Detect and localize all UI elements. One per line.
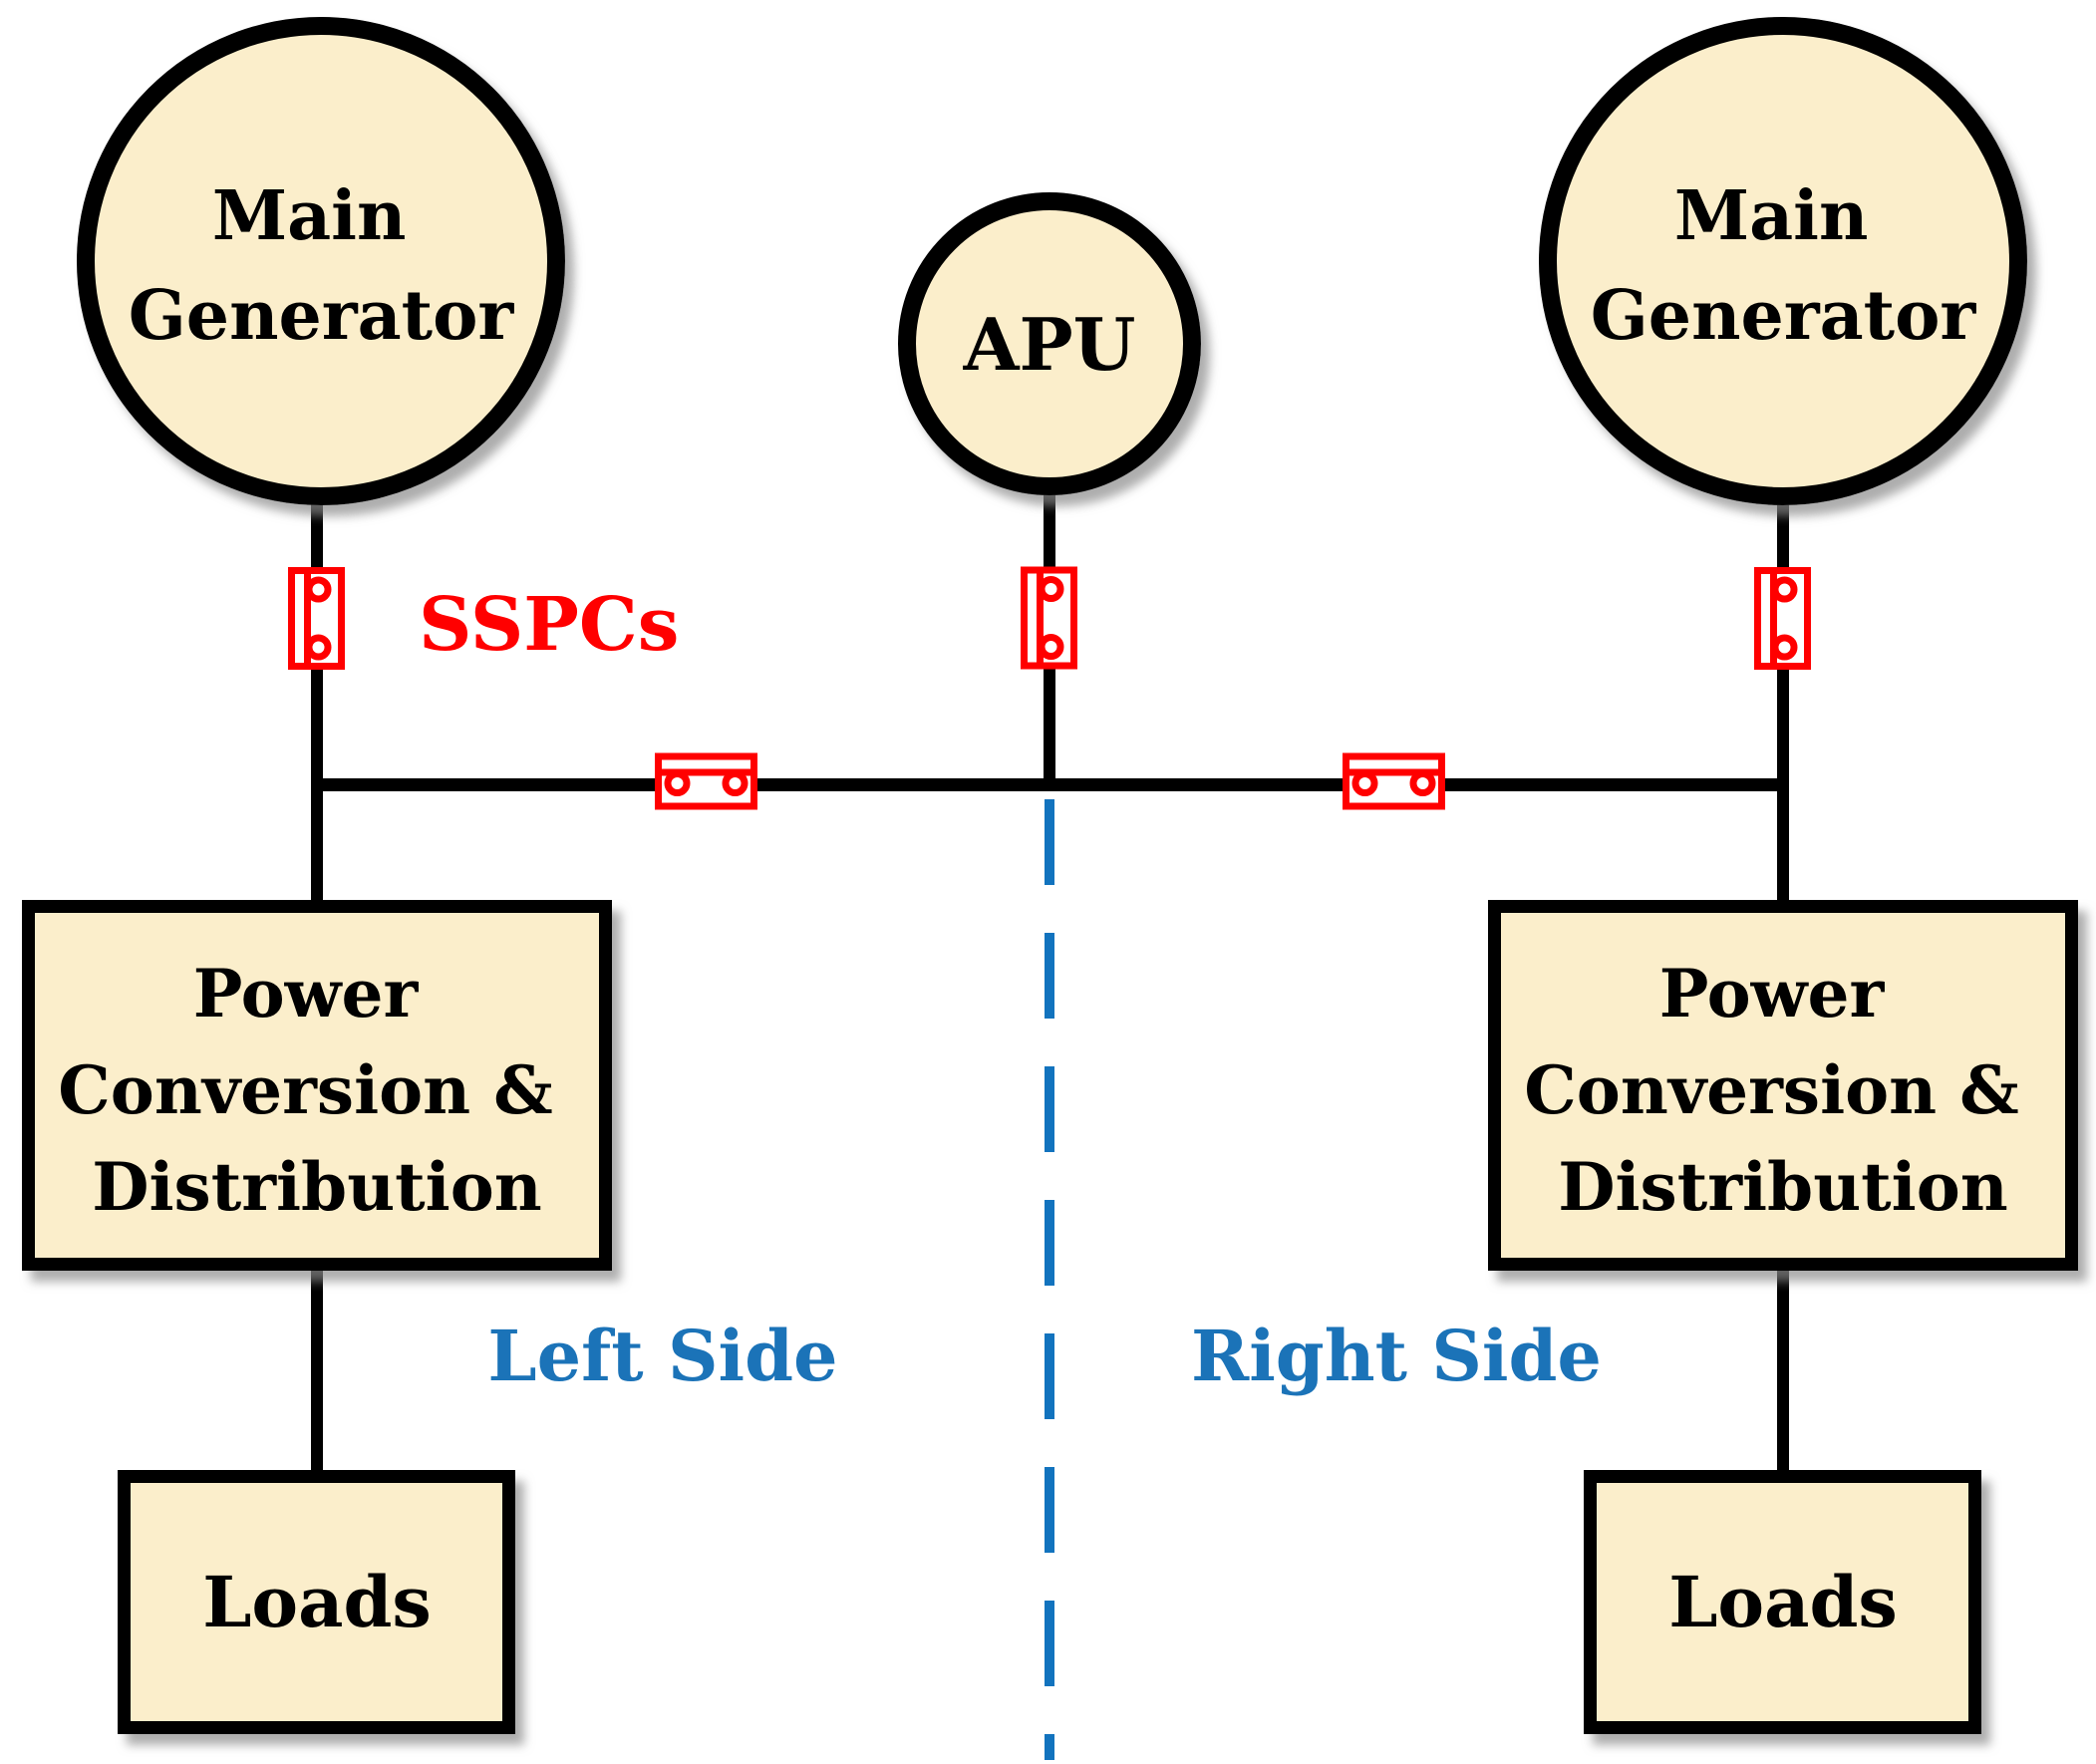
left-pcd-label: Power Conversion & Distribution: [58, 955, 575, 1226]
right-loads-box: [1584, 1470, 1981, 1734]
right-side-annotation: Right Side: [1191, 1315, 1602, 1397]
right-pcd-box: [1488, 900, 2078, 1271]
sspc-breaker-bus-tie-left: [659, 756, 754, 806]
right-main-generator-label: Main Generator: [1591, 176, 1977, 356]
sspc-breaker-bus-tie-right: [1347, 756, 1442, 806]
left-side-annotation: Left Side: [487, 1315, 837, 1397]
left-main-generator-label: Main Generator: [129, 176, 515, 356]
right-loads-label: Loads: [1668, 1561, 1898, 1643]
sspc-breaker-apu: [1025, 570, 1074, 666]
left-loads-box: [118, 1470, 515, 1734]
sspc-breaker-right-generator: [1758, 571, 1808, 667]
left-main-generator-node: [77, 17, 565, 505]
right-main-generator-node: [1539, 17, 2027, 505]
left-pcd-box: [22, 900, 612, 1271]
sspc-breaker-left-generator: [292, 571, 342, 667]
left-loads-label: Loads: [202, 1561, 432, 1643]
right-pcd-label: Power Conversion & Distribution: [1524, 955, 2041, 1226]
apu-node: [898, 192, 1201, 495]
sspcs-annotation: SSPCs: [419, 582, 679, 668]
apu-label: APU: [963, 302, 1136, 387]
